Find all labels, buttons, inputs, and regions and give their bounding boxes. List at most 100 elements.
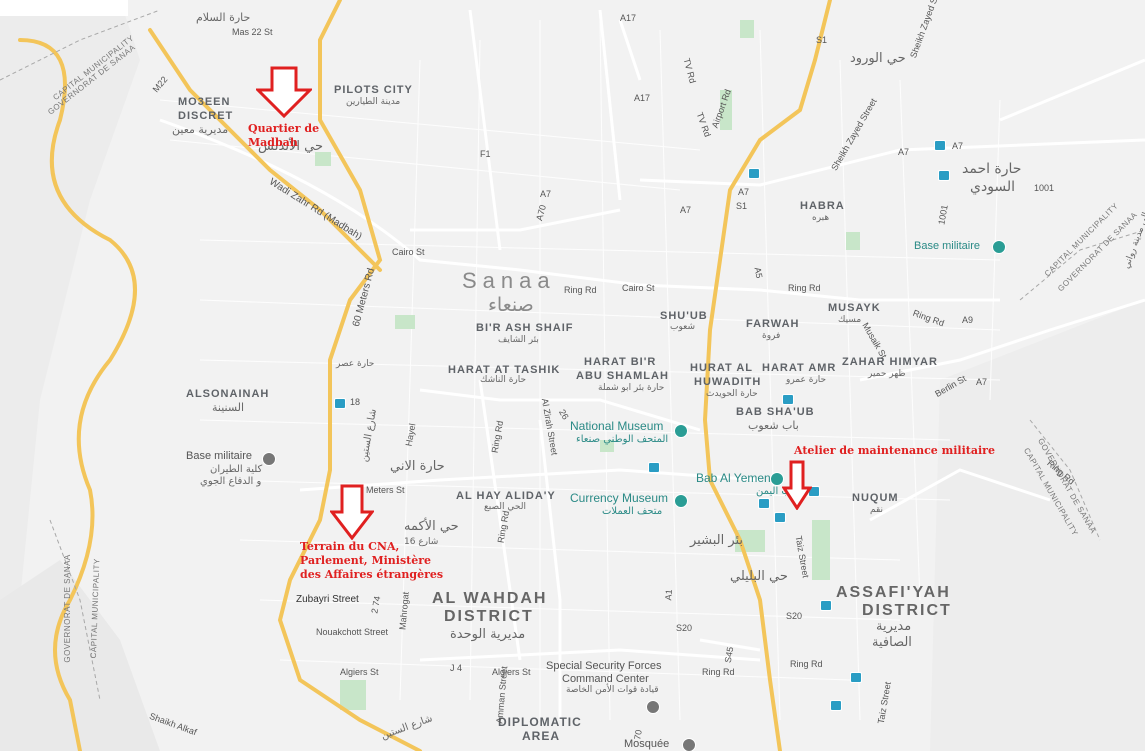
annotation-line: Terrain du CNA, (300, 540, 400, 553)
annotation-line: des Affaires étrangères (300, 567, 444, 581)
bus-stop-icon[interactable] (774, 512, 786, 523)
district-harat-at-tashik-arabic: حارة الناشك (480, 375, 527, 385)
place-hay-alakamah: حي الأكمه (404, 519, 459, 534)
bus-stop-icon[interactable] (830, 700, 842, 711)
district-al-hay-aliday-arabic: الحي الصبع (484, 502, 526, 512)
place-harat-ahmad: حارة احمد (962, 161, 1022, 177)
poi-base-militaire-w-arabic: كلية الطيران (210, 464, 263, 475)
poi-bab-al-yemen[interactable]: Bab Al Yemen (696, 471, 771, 485)
road-s1-south: S1 (736, 201, 748, 211)
road-meters-st: Meters St (366, 485, 405, 495)
district-assafiyah: ASSAFI'YAH (836, 584, 951, 601)
road-a5: A5 (752, 266, 765, 280)
road-ring-rd-f: Ring Rd (702, 667, 735, 677)
arrow-down-icon (782, 460, 812, 510)
poi-base-militaire-w-arabic-line2: و الدفاع الجوي (200, 476, 262, 487)
museum-icon[interactable] (674, 424, 688, 438)
arrow-down-icon (256, 66, 312, 118)
place-hay-alandalus: حي الأندلس (258, 139, 324, 154)
top-left-white-corner (0, 0, 128, 16)
bus-stop-icon[interactable] (758, 498, 770, 509)
poi-bab-al-yemen-arabic: باب اليمن (756, 486, 797, 497)
district-shuub-arabic: شعوب (670, 322, 696, 332)
road-18: 18 (350, 397, 361, 407)
district-assafiyah-arabic: مديرية (876, 619, 912, 634)
district-assafiyah-arabic-line2: الصافية (872, 635, 912, 650)
district-mo3een-arabic: مديرية معين (172, 123, 229, 136)
district-zahar-himyar-arabic: ظهر حمير (868, 369, 906, 379)
place-harat-alsalam: حارة السلام (196, 11, 251, 24)
district-harat-amr: HARAT AMR (762, 362, 837, 374)
district-nuqum-arabic: نقم (870, 505, 884, 515)
bus-stop-icon[interactable] (334, 398, 346, 409)
district-alsonainah-arabic: السنينة (212, 401, 245, 414)
district-musayk: MUSAYK (828, 302, 881, 314)
place-harat-ahmad-line2: السودي (970, 179, 1016, 195)
district-harat-bir: HARAT BI'R (584, 356, 657, 368)
district-al-wahdah-line2: DISTRICT (444, 608, 534, 625)
pin-icon[interactable] (262, 452, 276, 466)
city-label-arabic: صنعاء (488, 294, 534, 316)
road-ring-rd-a: Ring Rd (564, 285, 597, 295)
district-farwah-arabic: فروة (762, 331, 781, 341)
bus-stop-icon[interactable] (820, 600, 832, 611)
poi-national-museum-arabic: المتحف الوطني صنعاء (576, 434, 669, 445)
road-mas22st: Mas 22 St (232, 27, 273, 37)
pin-icon[interactable] (646, 700, 660, 714)
annotation-line: Parlement, Ministère (300, 553, 432, 567)
road-algiers-a: Algiers St (340, 667, 379, 677)
district-al-hay-aliday: AL HAY ALIDA'Y (456, 490, 556, 502)
bus-stop-icon[interactable] (934, 140, 946, 151)
district-al-wahdah: AL WAHDAH (432, 590, 548, 607)
poi-special-security-arabic: قيادة قوات الأمن الخاصة (566, 685, 659, 695)
place-harat-asr: حارة عصر (336, 359, 375, 369)
museum-icon[interactable] (674, 494, 688, 508)
road-nouakchott: Nouakchott Street (316, 627, 389, 637)
bus-stop-icon[interactable] (748, 168, 760, 179)
place-harat-alani: حارة الاني (390, 459, 445, 474)
road-algiers-b: Algiers St (492, 667, 531, 677)
district-pilots-city-arabic: مدينة الطيارين (346, 97, 401, 107)
district-hurat-al-line2: HUWADITH (694, 376, 762, 388)
district-habra: HABRA (800, 200, 845, 212)
road-ring-rd-b: Ring Rd (788, 283, 821, 293)
poi-base-militaire-ne[interactable]: Base militaire (914, 240, 981, 252)
district-bir-ash-shaif-arabic: بئر الشايف (498, 335, 539, 345)
poi-currency-museum-arabic: متحف العملات (602, 506, 663, 517)
poi-mosquee[interactable]: Mosquée (624, 738, 670, 750)
poi-special-security-line2: Command Center (562, 673, 649, 685)
annotation-line: Madbah (248, 135, 298, 149)
district-musayk-arabic: مسيك (838, 315, 862, 325)
bus-stop-icon[interactable] (938, 170, 950, 181)
district-alsonainah: ALSONAINAH (186, 388, 270, 400)
road-s1-north: S1 (816, 35, 828, 45)
landmark-icon[interactable] (770, 472, 784, 486)
district-diplomatic-area: DIPLOMATIC (498, 715, 582, 729)
district-farwah: FARWAH (746, 318, 800, 330)
bus-stop-icon[interactable] (850, 672, 862, 683)
bus-stop-icon[interactable] (648, 462, 660, 473)
annotation-line: Atelier de maintenance militaire (794, 444, 995, 457)
road-f1: F1 (480, 149, 491, 159)
district-hurat-al: HURAT AL (690, 362, 753, 374)
pin-icon[interactable] (992, 240, 1006, 254)
road-a17-a: A17 (620, 13, 637, 23)
poi-currency-museum[interactable]: Currency Museum (570, 491, 669, 505)
bus-stop-icon[interactable] (782, 394, 794, 405)
district-bab-shaub-arabic: باب شعوب (748, 419, 799, 432)
poi-national-museum[interactable]: National Museum (570, 419, 664, 433)
poi-special-security[interactable]: Special Security Forces (546, 660, 662, 672)
district-harat-bir-arabic: حارة بئر ابو شملة (598, 383, 665, 393)
road-a7-d: A7 (898, 147, 910, 157)
district-mo3een: MO3EEN (178, 96, 231, 108)
road-a7-e: A7 (952, 141, 964, 151)
mosque-icon[interactable] (682, 738, 696, 751)
road-a7-f: A7 (976, 377, 988, 387)
district-pilots-city: PILOTS CITY (334, 84, 413, 96)
road-a1: A1 (663, 588, 675, 601)
road-cairo-st-west: Cairo St (392, 247, 425, 257)
poi-base-militaire-w[interactable]: Base militaire (186, 450, 253, 462)
district-hurat-al-arabic: حارة الحويدث (706, 389, 758, 399)
